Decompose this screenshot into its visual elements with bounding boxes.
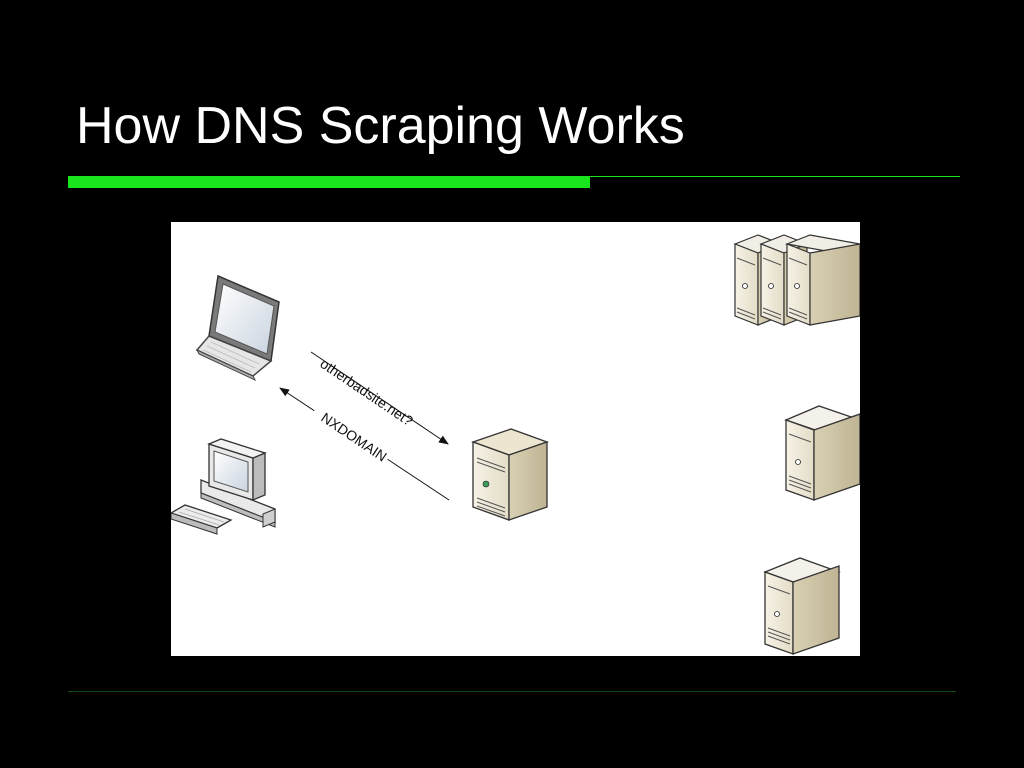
response-label: NXDOMAIN: [318, 409, 390, 464]
laptop-icon: [195, 274, 280, 382]
query-arrow: [310, 351, 449, 445]
title-underline-thick: [68, 176, 590, 188]
title-underline-thin: [590, 176, 960, 177]
server-icon: [784, 405, 860, 501]
server-icon: [763, 557, 841, 655]
desktop-computer-icon: [171, 438, 276, 535]
slide-title: How DNS Scraping Works: [76, 97, 685, 155]
dns-diagram: otherbadsite.net? NXDOMAIN: [171, 222, 860, 656]
server-cluster-icon: [733, 234, 860, 326]
footer-rule: [68, 691, 956, 692]
dns-resolver-server-icon: [471, 428, 549, 521]
